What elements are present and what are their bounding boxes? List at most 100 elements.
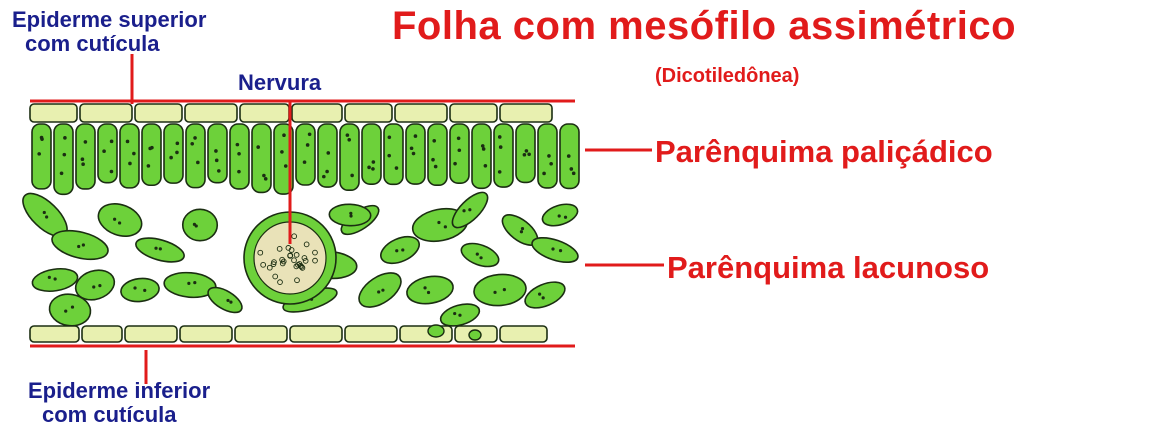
palisade-cell [97,123,118,184]
palisade-cell [185,123,206,189]
chloroplast [502,288,506,292]
palisade-cell [405,123,426,185]
chloroplast [63,136,67,140]
chloroplast [256,145,260,149]
chloroplast [541,296,545,300]
lower-epidermis-cell [234,325,288,343]
xylem-cell [291,257,297,264]
spongy-cell [358,272,402,308]
palisade-cell [53,123,74,196]
chloroplast [102,149,106,153]
chloroplast [229,300,233,304]
guard-cell [468,329,482,341]
chloroplast [196,160,200,165]
chloroplast [350,173,354,178]
spongy-cell [473,273,527,307]
chloroplast [169,155,173,160]
label-vein: Nervura [238,70,322,95]
label-upper-epidermis-line1: Epiderme superior [12,7,207,32]
chloroplast [175,150,179,155]
spongy-cell [51,229,109,261]
chloroplast [47,275,51,279]
palisade-cell [229,123,250,190]
chloroplast [132,151,136,156]
lower-epidermis-cell [81,325,123,343]
chloroplast [214,149,218,153]
xylem-cell [279,260,286,267]
chloroplast [437,220,441,225]
chloroplast [497,170,502,174]
spongy-cell [531,236,579,264]
chloroplast [458,313,462,317]
xylem-cell [303,241,310,248]
chloroplast [524,149,529,153]
chloroplast [569,167,574,171]
xylem-cell [277,279,283,286]
chloroplast [62,152,67,157]
xylem-cell [272,273,279,280]
chloroplast [475,252,479,256]
chloroplast [226,298,230,303]
chloroplast [409,146,414,151]
chloroplast [349,211,353,215]
chloroplast [367,165,371,170]
palisade-cell [251,123,272,194]
palisade-cell [383,123,404,186]
guard-cell [427,324,445,338]
chloroplast [497,135,502,139]
chloroplast [190,141,195,146]
chloroplast [193,136,197,140]
chloroplast [113,217,117,221]
chloroplast [394,166,399,170]
palisade-cell [493,123,514,188]
palisade-cell [361,123,382,185]
chloroplast [551,247,555,251]
chloroplast [563,215,568,219]
chloroplast [432,138,437,143]
xylem-cell [312,257,318,264]
xylem-cell [285,245,292,251]
chloroplast [59,171,64,176]
chloroplast [146,164,151,168]
chloroplast [80,157,85,162]
chloroplast [302,160,307,164]
xylem-cell [270,261,277,268]
xylem-cell [266,264,273,271]
palisade-cell [119,123,140,189]
label-spongy: Parênquima lacunoso [667,250,990,285]
chloroplast [175,141,180,146]
lower-epidermis-cell [499,325,548,343]
chloroplast [547,154,551,158]
upper-epidermis-cell [291,103,343,123]
upper-epidermis-cell [239,103,290,123]
leader-lines [130,54,664,384]
chloroplast [42,210,46,215]
chloroplast [143,288,147,293]
palisade-cell [317,123,338,188]
upper-epidermis-cell [79,103,133,123]
chloroplast [413,134,418,138]
chloroplast [154,246,158,250]
xylem-cell [294,277,300,284]
chloroplast [479,256,483,260]
chloroplast [453,161,457,166]
chloroplast [194,224,198,228]
leaf-tissue [22,99,580,348]
chloroplast [522,152,527,157]
chloroplast [520,227,525,231]
upper-epidermis-cell [29,103,78,123]
label-lower-epidermis-line2: com cutícula [42,402,177,427]
spongy-cell [207,286,243,314]
chloroplast [53,277,57,281]
upper-epidermis-cell [394,103,448,123]
chloroplast [481,147,486,151]
chloroplast [433,164,438,169]
spongy-cell [406,275,454,305]
spongy-cell [380,235,420,265]
xylem-cell [293,252,300,258]
chloroplast [431,157,435,162]
chloroplast [395,249,399,253]
palisade-cell [471,123,492,190]
upper-epidermis-cell [184,103,238,123]
chloroplast [456,136,461,141]
